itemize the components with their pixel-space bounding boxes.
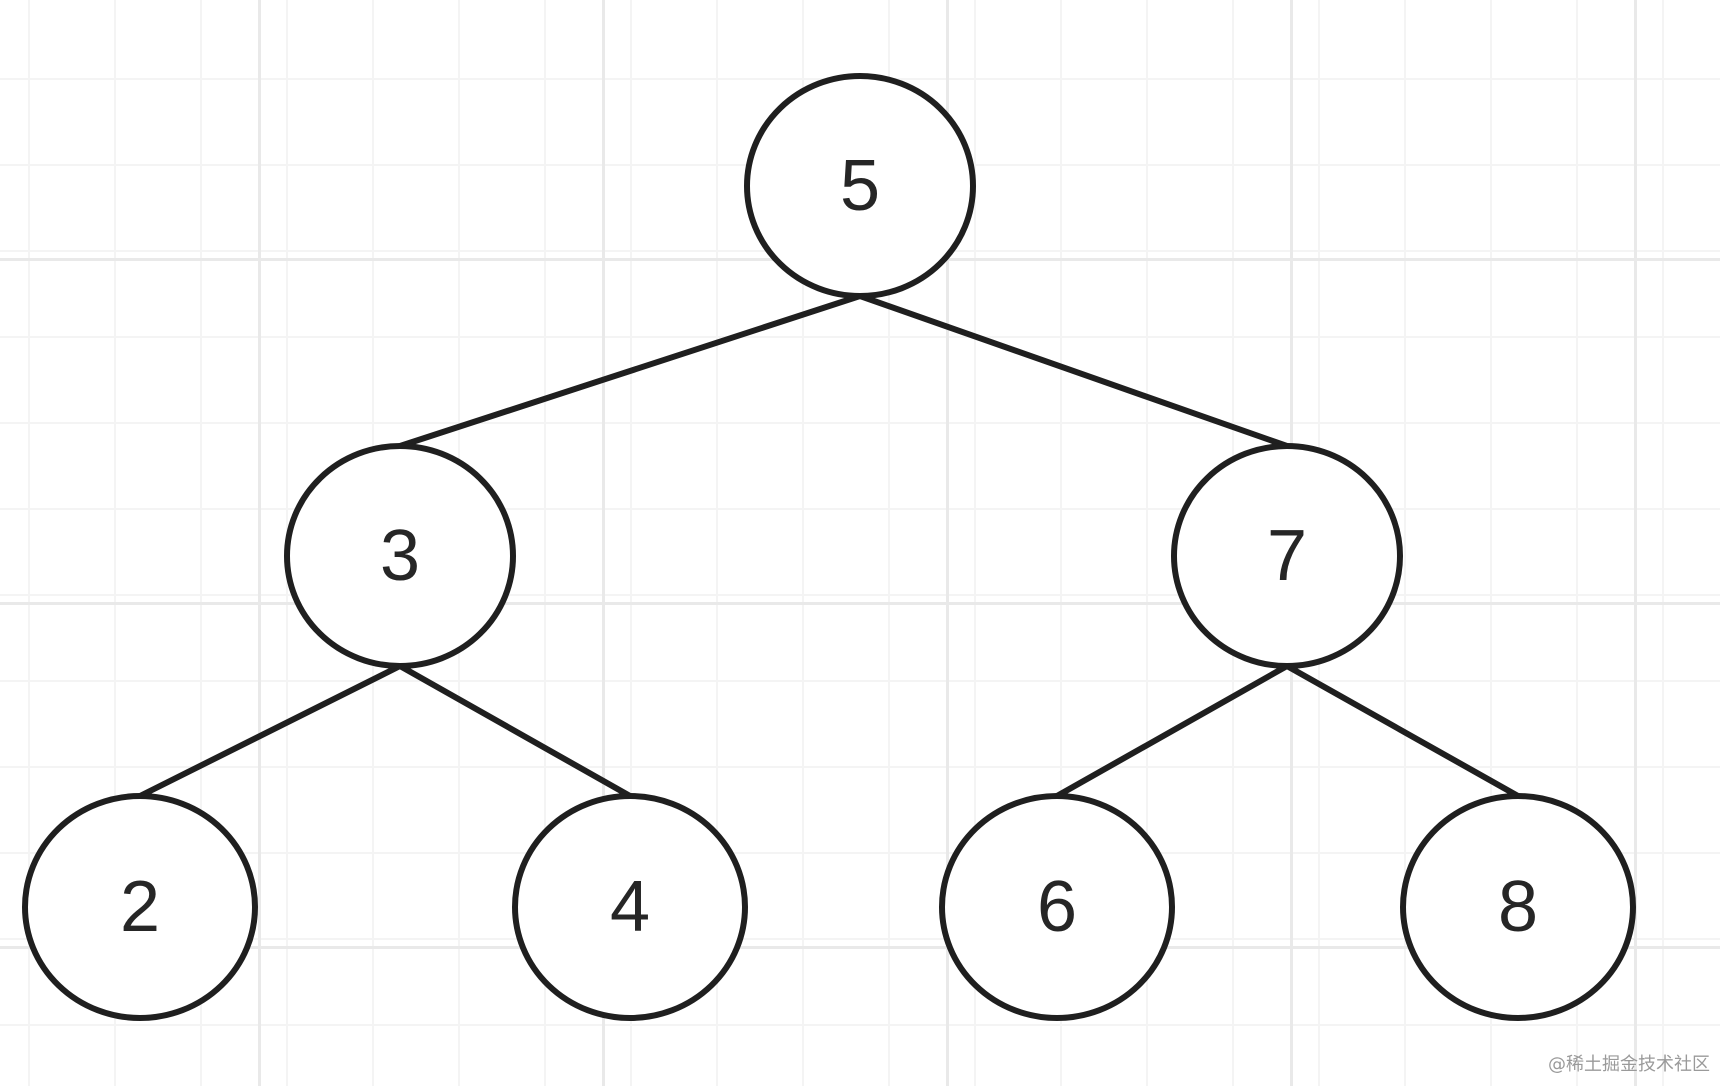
node-label: 4 — [610, 867, 650, 947]
tree-node-6: 6 — [939, 793, 1175, 1021]
tree-node-2: 2 — [22, 793, 258, 1021]
tree-node-8: 8 — [1400, 793, 1636, 1021]
edge-n5-n3 — [397, 293, 863, 449]
node-label: 2 — [120, 867, 160, 947]
node-circle — [939, 793, 1175, 1021]
node-label: 5 — [840, 146, 880, 226]
edge-n5-n7 — [857, 293, 1290, 449]
node-circle — [744, 73, 976, 299]
node-circle — [512, 793, 748, 1021]
tree-edges — [137, 293, 1521, 799]
edge-n3-n4 — [397, 663, 633, 799]
watermark-text: @稀土掘金技术社区 — [1548, 1054, 1710, 1075]
node-circle — [1400, 793, 1636, 1021]
edge-n7-n6 — [1054, 663, 1290, 799]
node-label: 7 — [1267, 516, 1307, 596]
tree-node-5: 5 — [744, 73, 976, 299]
node-label: 6 — [1037, 867, 1077, 947]
edge-n7-n8 — [1284, 663, 1521, 799]
node-circle — [22, 793, 258, 1021]
edge-n3-n2 — [137, 663, 403, 799]
tree-nodes: 5 3 7 2 4 6 8 — [22, 73, 1636, 1021]
node-circle — [284, 443, 516, 669]
tree-node-3: 3 — [284, 443, 516, 669]
tree-node-4: 4 — [512, 793, 748, 1021]
node-label: 8 — [1498, 867, 1538, 947]
node-label: 3 — [380, 516, 420, 596]
tree-node-7: 7 — [1171, 443, 1403, 669]
node-circle — [1171, 443, 1403, 669]
